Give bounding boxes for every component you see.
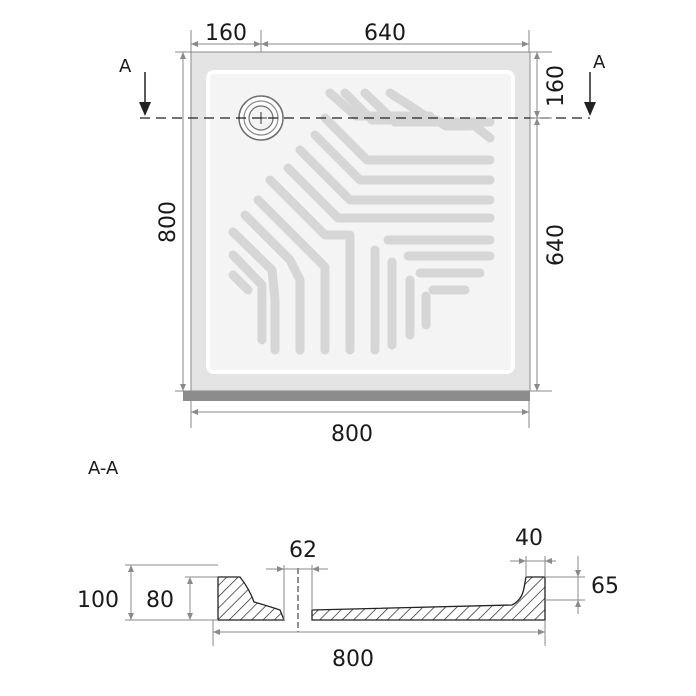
dim-label-640-top: 640 — [364, 21, 406, 46]
svg-text:A: A — [119, 56, 132, 77]
dim-section-heights: 100 80 — [77, 564, 218, 621]
dim-section-drain: 62 — [266, 538, 328, 572]
dim-label-160-right: 160 — [544, 65, 569, 107]
plan-view: A A 160 640 160 640 — [119, 21, 606, 447]
svg-text:A: A — [593, 52, 606, 73]
section-marker-left: A — [119, 56, 151, 116]
dim-label-640-right: 640 — [544, 224, 569, 266]
anti-slip-ribs — [228, 88, 495, 355]
section-view: A-A 100 80 62 — [77, 458, 619, 672]
dim-label-160-top: 160 — [205, 21, 247, 46]
tray-base-strip — [183, 391, 530, 401]
section-marker-right: A — [584, 52, 606, 116]
dim-section-width: 800 — [212, 620, 546, 672]
dim-label-65: 65 — [591, 574, 619, 599]
dim-right: 160 640 — [530, 51, 569, 392]
dim-label-80: 80 — [146, 588, 174, 613]
dim-label-40: 40 — [515, 526, 543, 551]
dim-section-rim: 40 — [510, 526, 556, 577]
dim-top: 160 640 — [190, 21, 530, 52]
section-left-rim — [217, 576, 285, 621]
dim-label-62: 62 — [289, 538, 317, 563]
dim-left: 800 — [156, 51, 191, 392]
dim-label-800-section: 800 — [332, 647, 374, 672]
dim-label-100: 100 — [77, 588, 119, 613]
section-title: A-A — [88, 458, 119, 479]
dim-bottom: 800 — [190, 401, 530, 447]
section-floor — [311, 576, 546, 621]
dim-label-800-left: 800 — [156, 201, 181, 243]
dim-section-rim-height: 65 — [545, 556, 619, 614]
dim-label-800-bottom: 800 — [331, 422, 373, 447]
